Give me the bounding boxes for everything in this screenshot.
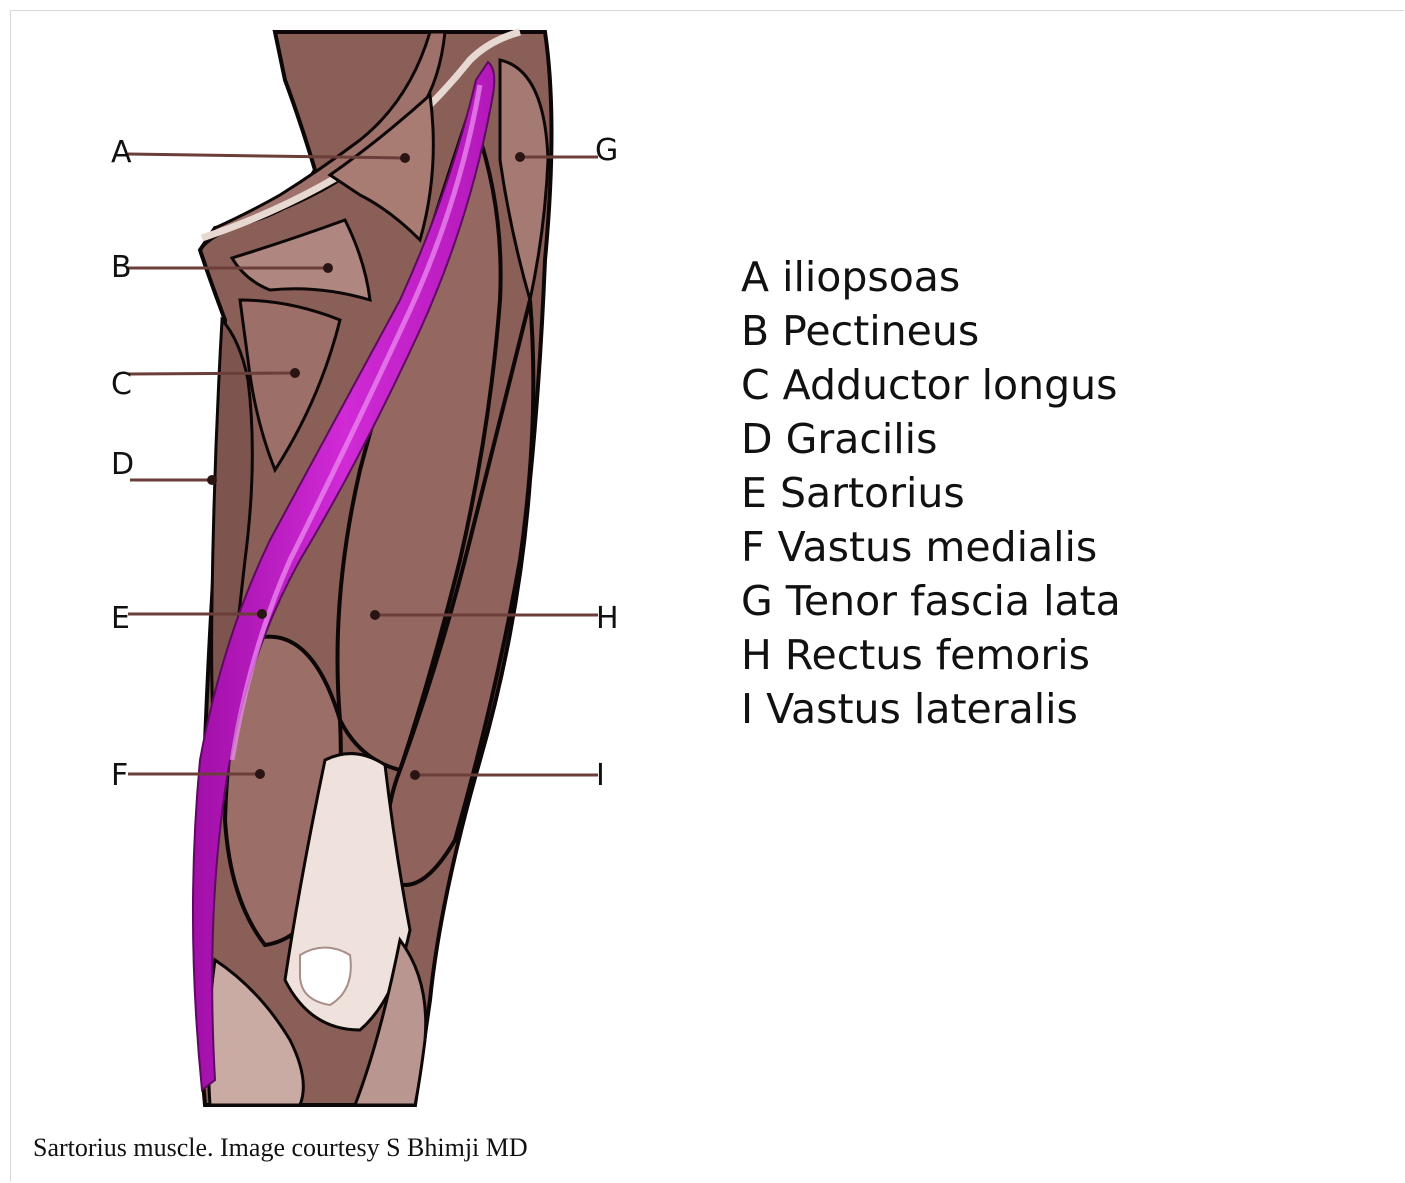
leader-dot-d: [207, 475, 217, 485]
muscle-legend: A iliopsoas B Pectineus C Adductor longu…: [741, 250, 1121, 736]
leader-dot-e: [257, 609, 267, 619]
leader-dot-i: [410, 770, 420, 780]
leader-dot-c: [290, 368, 300, 378]
leader-dot-g: [515, 152, 525, 162]
figure-caption: Sartorius muscle. Image courtesy S Bhimj…: [33, 1133, 528, 1163]
legend-item: H Rectus femoris: [741, 628, 1121, 682]
callout-f: F: [111, 761, 128, 791]
callout-d: D: [111, 450, 134, 480]
leader-dot-b: [323, 263, 333, 273]
legend-item: F Vastus medialis: [741, 520, 1121, 574]
callout-e: E: [111, 604, 130, 634]
callout-c: C: [111, 370, 132, 400]
legend-item: G Tenor fascia lata: [741, 574, 1121, 628]
leader-dot-f: [255, 769, 265, 779]
legend-item: D Gracilis: [741, 412, 1121, 466]
legend-item: B Pectineus: [741, 304, 1121, 358]
leader-dot-h: [370, 610, 380, 620]
leader-dot-a: [400, 153, 410, 163]
callout-a: A: [111, 138, 132, 168]
legend-item: A iliopsoas: [741, 250, 1121, 304]
callout-b: B: [111, 253, 132, 283]
callout-h: H: [596, 604, 619, 634]
callout-i: I: [596, 761, 605, 791]
legend-item: E Sartorius: [741, 466, 1121, 520]
callout-g: G: [595, 136, 618, 166]
legend-item: C Adductor longus: [741, 358, 1121, 412]
leader-line-c: [128, 373, 295, 374]
legend-item: I Vastus lateralis: [741, 682, 1121, 736]
